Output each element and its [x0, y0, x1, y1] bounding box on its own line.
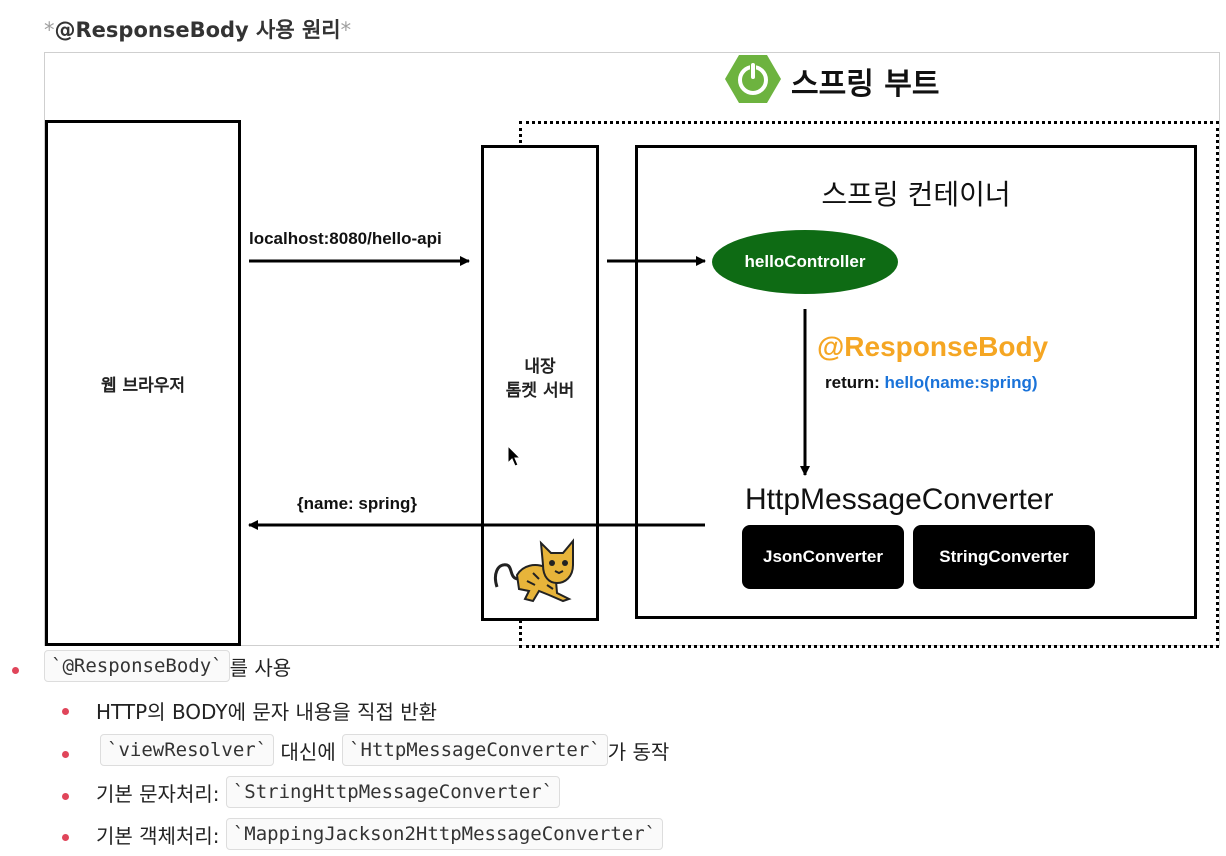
json-converter-label: JsonConverter [763, 547, 883, 566]
return-statement: return: hello(name:spring) [825, 373, 1038, 393]
heading-asterisk-right: * [340, 18, 352, 42]
spring-container-title: 스프링 컨테이너 [821, 178, 1011, 211]
bullet-icon [62, 751, 69, 758]
inline-code: `MappingJackson2HttpMessageConverter` [225, 818, 664, 850]
inline-code: `@ResponseBody` [44, 650, 230, 682]
return-prefix: return: [825, 373, 885, 392]
item-text: 기본 객체처리: [96, 823, 226, 848]
hello-controller-label: helloController [744, 252, 866, 271]
item-text: 기본 문자처리: [96, 781, 226, 806]
spring-boot-title: 스프링 부트 [791, 67, 940, 102]
bullet-icon [62, 793, 69, 800]
response-body-diagram: 스프링 부트 웹 브라우저 내장 톰켓 서버 스프링 컨테이너 localhos… [44, 52, 1220, 648]
list-item: 기본 문자처리: `StringHttpMessageConverter` [96, 776, 561, 808]
item-text: HTTP의 BODY에 문자 내용을 직접 반환 [96, 700, 438, 724]
page-heading: *@ResponseBody 사용 원리* [44, 14, 351, 44]
response-body-label: {name: spring} [297, 494, 417, 513]
list-item: `@ResponseBody`를 사용 [44, 650, 291, 682]
web-browser-box: 웹 브라우저 [45, 120, 241, 646]
inline-code: `HttpMessageConverter` [342, 734, 608, 766]
mouse-cursor-icon [507, 445, 522, 467]
list-item: `viewResolver` 대신에 `HttpMessageConverter… [100, 734, 669, 766]
tomcat-server-label: 내장 톰켓 서버 [481, 355, 599, 403]
string-converter-box: StringConverter [913, 525, 1095, 589]
tomcat-label-line2: 톰켓 서버 [505, 381, 575, 401]
item-text: 대신에 [274, 739, 343, 764]
spring-boot-power-icon [725, 55, 781, 103]
list-item: HTTP의 BODY에 문자 내용을 직접 반환 [96, 696, 437, 725]
bullet-icon [62, 834, 69, 841]
tomcat-label-line1: 내장 [524, 357, 556, 377]
item-text: 가 동작 [607, 739, 670, 764]
json-converter-box: JsonConverter [742, 525, 904, 589]
heading-title: @ResponseBody 사용 원리 [54, 18, 341, 42]
tomcat-cat-icon [493, 538, 574, 603]
string-converter-label: StringConverter [939, 547, 1069, 566]
bullet-icon [62, 708, 69, 715]
http-message-converter-title: HttpMessageConverter [745, 483, 1054, 516]
item-text: 를 사용 [229, 655, 292, 680]
response-body-annotation: @ResponseBody [817, 331, 1049, 362]
inline-code: `viewResolver` [100, 734, 275, 766]
request-url-label: localhost:8080/hello-api [249, 229, 442, 248]
bullet-icon [12, 667, 19, 674]
diagram-arrows [248, 256, 810, 530]
heading-asterisk-left: * [44, 18, 55, 42]
return-value: hello(name:spring) [884, 373, 1038, 392]
hello-controller-node: helloController [712, 230, 898, 294]
inline-code: `StringHttpMessageConverter` [225, 776, 561, 808]
list-item: 기본 객체처리: `MappingJackson2HttpMessageConv… [96, 818, 664, 850]
web-browser-label: 웹 브라우저 [100, 375, 186, 396]
